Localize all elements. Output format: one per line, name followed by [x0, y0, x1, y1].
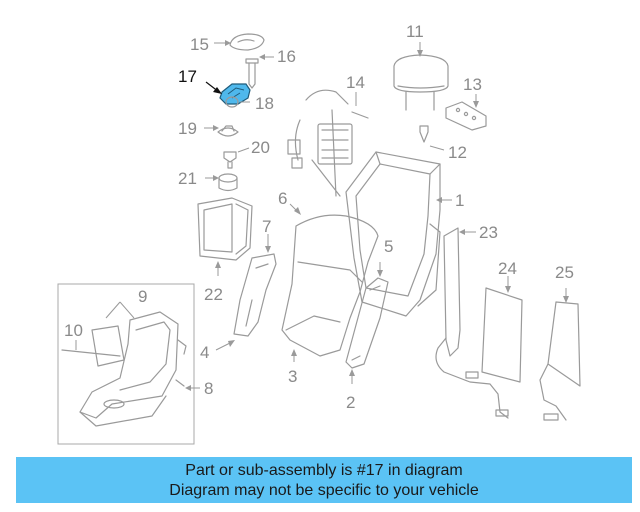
part-11-headrest: 11 [393, 22, 449, 111]
label-19: 19 [178, 119, 197, 138]
info-banner: Part or sub-assembly is #17 in diagram D… [16, 457, 632, 503]
label-6: 6 [278, 189, 287, 208]
label-8: 8 [204, 379, 213, 398]
part-1-frame: 1 [345, 151, 464, 317]
part-21: 21 [178, 169, 238, 192]
label-17: 17 [178, 67, 197, 86]
label-24: 24 [498, 259, 517, 278]
label-5: 5 [384, 237, 393, 256]
part-13: 13 [445, 75, 487, 131]
label-10: 10 [64, 321, 83, 340]
parts-diagram: 15 16 17 18 19 20 [57, 22, 581, 445]
part-16: 16 [245, 47, 296, 89]
label-13: 13 [463, 75, 482, 94]
part-24: 24 [481, 259, 523, 383]
label-2: 2 [346, 393, 355, 412]
label-22: 22 [204, 285, 223, 304]
part-12: 12 [419, 125, 467, 162]
label-7: 7 [262, 217, 271, 236]
inset-box: 9 10 8 [57, 283, 213, 445]
part-14: 14 [287, 73, 369, 197]
banner-line-1: Part or sub-assembly is #17 in diagram [185, 462, 463, 479]
label-18: 18 [255, 94, 274, 113]
part-23: 23 [435, 223, 509, 419]
label-3: 3 [288, 367, 297, 386]
label-20: 20 [251, 138, 270, 157]
part-4: 4 [200, 340, 235, 362]
label-4: 4 [200, 343, 209, 362]
label-9: 9 [138, 287, 147, 306]
label-16: 16 [277, 47, 296, 66]
label-25: 25 [555, 263, 574, 282]
label-23: 23 [479, 223, 498, 242]
part-3: 3 [288, 349, 297, 386]
label-14: 14 [346, 73, 365, 92]
label-11: 11 [406, 22, 424, 41]
part-20: 20 [223, 138, 270, 169]
label-1: 1 [455, 191, 464, 210]
banner-line-2: Diagram may not be specific to your vehi… [169, 482, 479, 499]
part-5-2: 5 2 [345, 237, 393, 412]
label-15: 15 [190, 35, 209, 54]
part-19: 19 [178, 119, 239, 138]
part-7: 7 [233, 217, 277, 337]
part-6-back-cushion: 6 [278, 189, 379, 357]
label-12: 12 [448, 143, 467, 162]
part-18: 18 [225, 94, 274, 113]
part-22: 22 [197, 197, 253, 304]
label-21: 21 [178, 169, 197, 188]
part-17-highlighted: 17 [178, 67, 251, 105]
part-25: 25 [539, 263, 581, 421]
part-15: 15 [190, 33, 265, 54]
